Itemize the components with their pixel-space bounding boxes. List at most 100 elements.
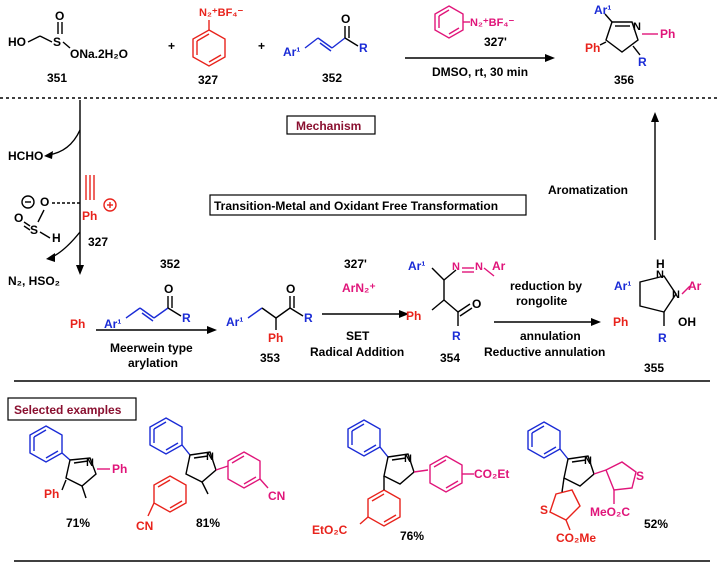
text-ar1-353: Ar¹ <box>226 315 243 329</box>
text-r-354: R <box>452 329 461 343</box>
example-4-n: N <box>584 455 592 467</box>
text-reduction-1: reduction by <box>510 279 582 293</box>
text-n-354a: N <box>452 261 460 273</box>
down-arrow-left <box>44 100 84 275</box>
text-s: S <box>30 223 38 237</box>
banner-text: Transition-Metal and Oxidant Free Transf… <box>214 199 498 213</box>
example-1-ph-n: Ph <box>112 462 127 476</box>
intermediate-353: Ar¹ O R Ph 353 <box>226 282 313 365</box>
top-arrow: N₂⁺BF₄⁻ 327' DMSO, rt, 30 min <box>405 5 555 79</box>
text-hcho: HCHO <box>8 149 43 163</box>
text-reduction-2: rongolite <box>516 294 568 308</box>
example-4-s2: S <box>540 503 548 517</box>
text-r-353: R <box>304 311 313 325</box>
label-327-mech: 327 <box>88 235 108 249</box>
examples-box <box>7 397 137 421</box>
label-327-prime: 327' <box>484 35 507 49</box>
text-n-354b: N <box>475 261 483 273</box>
reaction-conditions: DMSO, rt, 30 min <box>432 65 528 79</box>
mechanism-box <box>286 115 376 135</box>
text-ph-radical: Ph <box>70 317 85 331</box>
label-352: 352 <box>322 71 342 85</box>
text-o-352: O <box>164 282 173 296</box>
example-3: N CO₂Et EtO₂C 76% <box>312 419 509 543</box>
text-ar1-355: Ar¹ <box>614 279 631 293</box>
label-327: 327 <box>198 73 218 87</box>
meerwein-step: 352 Ar¹ O R Meerwein type arylation <box>96 257 217 370</box>
example-2-n: N <box>206 451 214 463</box>
label-327p-mech: 327' <box>344 257 367 271</box>
intermediate-355: Ar¹ H N N Ar Ph OH R 355 <box>613 257 702 375</box>
text-n2-hso2: N₂, HSO₂ <box>8 274 60 288</box>
text-351-salt: ONa.2H₂O <box>70 47 128 61</box>
plus-sign-1: + <box>168 39 175 53</box>
examples-title: Selected examples <box>14 403 122 417</box>
text-351-o: O <box>55 9 64 23</box>
text-327-n2: N₂⁺BF₄⁻ <box>199 7 244 19</box>
text-356-ar: Ar¹ <box>594 3 611 17</box>
example-3-n: N <box>404 453 412 465</box>
product-356: Ar¹ N Ph Ph R 356 <box>585 3 675 87</box>
example-4-ester-1: MeO₂C <box>590 505 630 519</box>
label-353: 353 <box>260 351 280 365</box>
text-annulation: annulation <box>520 329 581 343</box>
text-h: H <box>52 231 61 245</box>
label-354: 354 <box>440 351 460 365</box>
text-h-355: H <box>656 257 665 271</box>
label-352-mech: 352 <box>160 257 180 271</box>
text-356-ph-n: Ph <box>660 27 675 41</box>
text-meerwein-1: Meerwein type <box>110 341 193 355</box>
text-ar1-352: Ar¹ <box>104 317 121 331</box>
text-352-o: O <box>341 12 350 26</box>
text-oh-355: OH <box>678 315 696 329</box>
text-356-ph: Ph <box>585 41 600 55</box>
text-radical-addition: Radical Addition <box>310 345 404 359</box>
label-356: 356 <box>614 73 634 87</box>
text-o: O <box>14 211 23 225</box>
reactant-351: HO S O ONa.2H₂O 351 <box>8 9 128 85</box>
intermediate-complex: O S O H Ph 327 <box>14 175 117 249</box>
text-ar-355: Ar <box>688 279 702 293</box>
text-ph-355: Ph <box>613 315 628 329</box>
text-arrow-salt: N₂⁺BF₄⁻ <box>470 17 515 29</box>
text-ph-353: Ph <box>268 331 283 345</box>
text-ar1-354: Ar¹ <box>408 259 425 273</box>
text-ph-354: Ph <box>406 309 421 323</box>
text-351-s: S <box>53 35 61 49</box>
text-o-minus: O <box>40 195 49 209</box>
example-3-yield: 76% <box>400 529 424 543</box>
example-1: N Ph Ph 71% <box>29 425 127 530</box>
label-355: 355 <box>644 361 664 375</box>
mechanism-title: Mechanism <box>296 119 361 133</box>
text-ar-354: Ar <box>492 259 506 273</box>
text-352-r: R <box>359 41 368 55</box>
text-r-355: R <box>658 331 667 345</box>
text-o-354: O <box>472 297 481 311</box>
text-reductive-annulation: Reductive annulation <box>484 345 605 359</box>
text-n-355b: N <box>672 289 680 301</box>
text-352-ar: Ar¹ <box>283 45 300 59</box>
text-r-352: R <box>182 311 191 325</box>
aromatization-step: Aromatization <box>548 112 659 240</box>
text-set: SET <box>346 329 370 343</box>
example-4-ester-2: CO₂Me <box>556 531 596 545</box>
text-o-353: O <box>286 282 295 296</box>
example-2-yield: 81% <box>196 516 220 530</box>
example-4: N S MeO₂C S CO₂Me 52% <box>527 421 668 545</box>
example-2-cn-bottom: CN <box>136 519 153 533</box>
text-aromatization: Aromatization <box>548 183 628 197</box>
text-meerwein-2: arylation <box>128 356 178 370</box>
example-1-n: N <box>86 457 94 469</box>
text-356-r: R <box>638 55 647 69</box>
example-2-cn-top: CN <box>268 489 285 503</box>
reduction-step: reduction by rongolite annulation Reduct… <box>484 279 605 359</box>
text-ph-327: Ph <box>82 209 97 223</box>
reactant-352: Ar¹ O R 352 <box>283 12 368 85</box>
reactant-327: N₂⁺BF₄⁻ 327 <box>192 7 244 87</box>
text-356-n1: N <box>633 21 641 33</box>
example-2: N CN CN 81% <box>136 417 285 533</box>
example-4-s1: S <box>636 469 644 483</box>
text-351-ho: HO <box>8 35 26 49</box>
set-step: 327' ArN₂⁺ SET Radical Addition <box>310 257 409 359</box>
